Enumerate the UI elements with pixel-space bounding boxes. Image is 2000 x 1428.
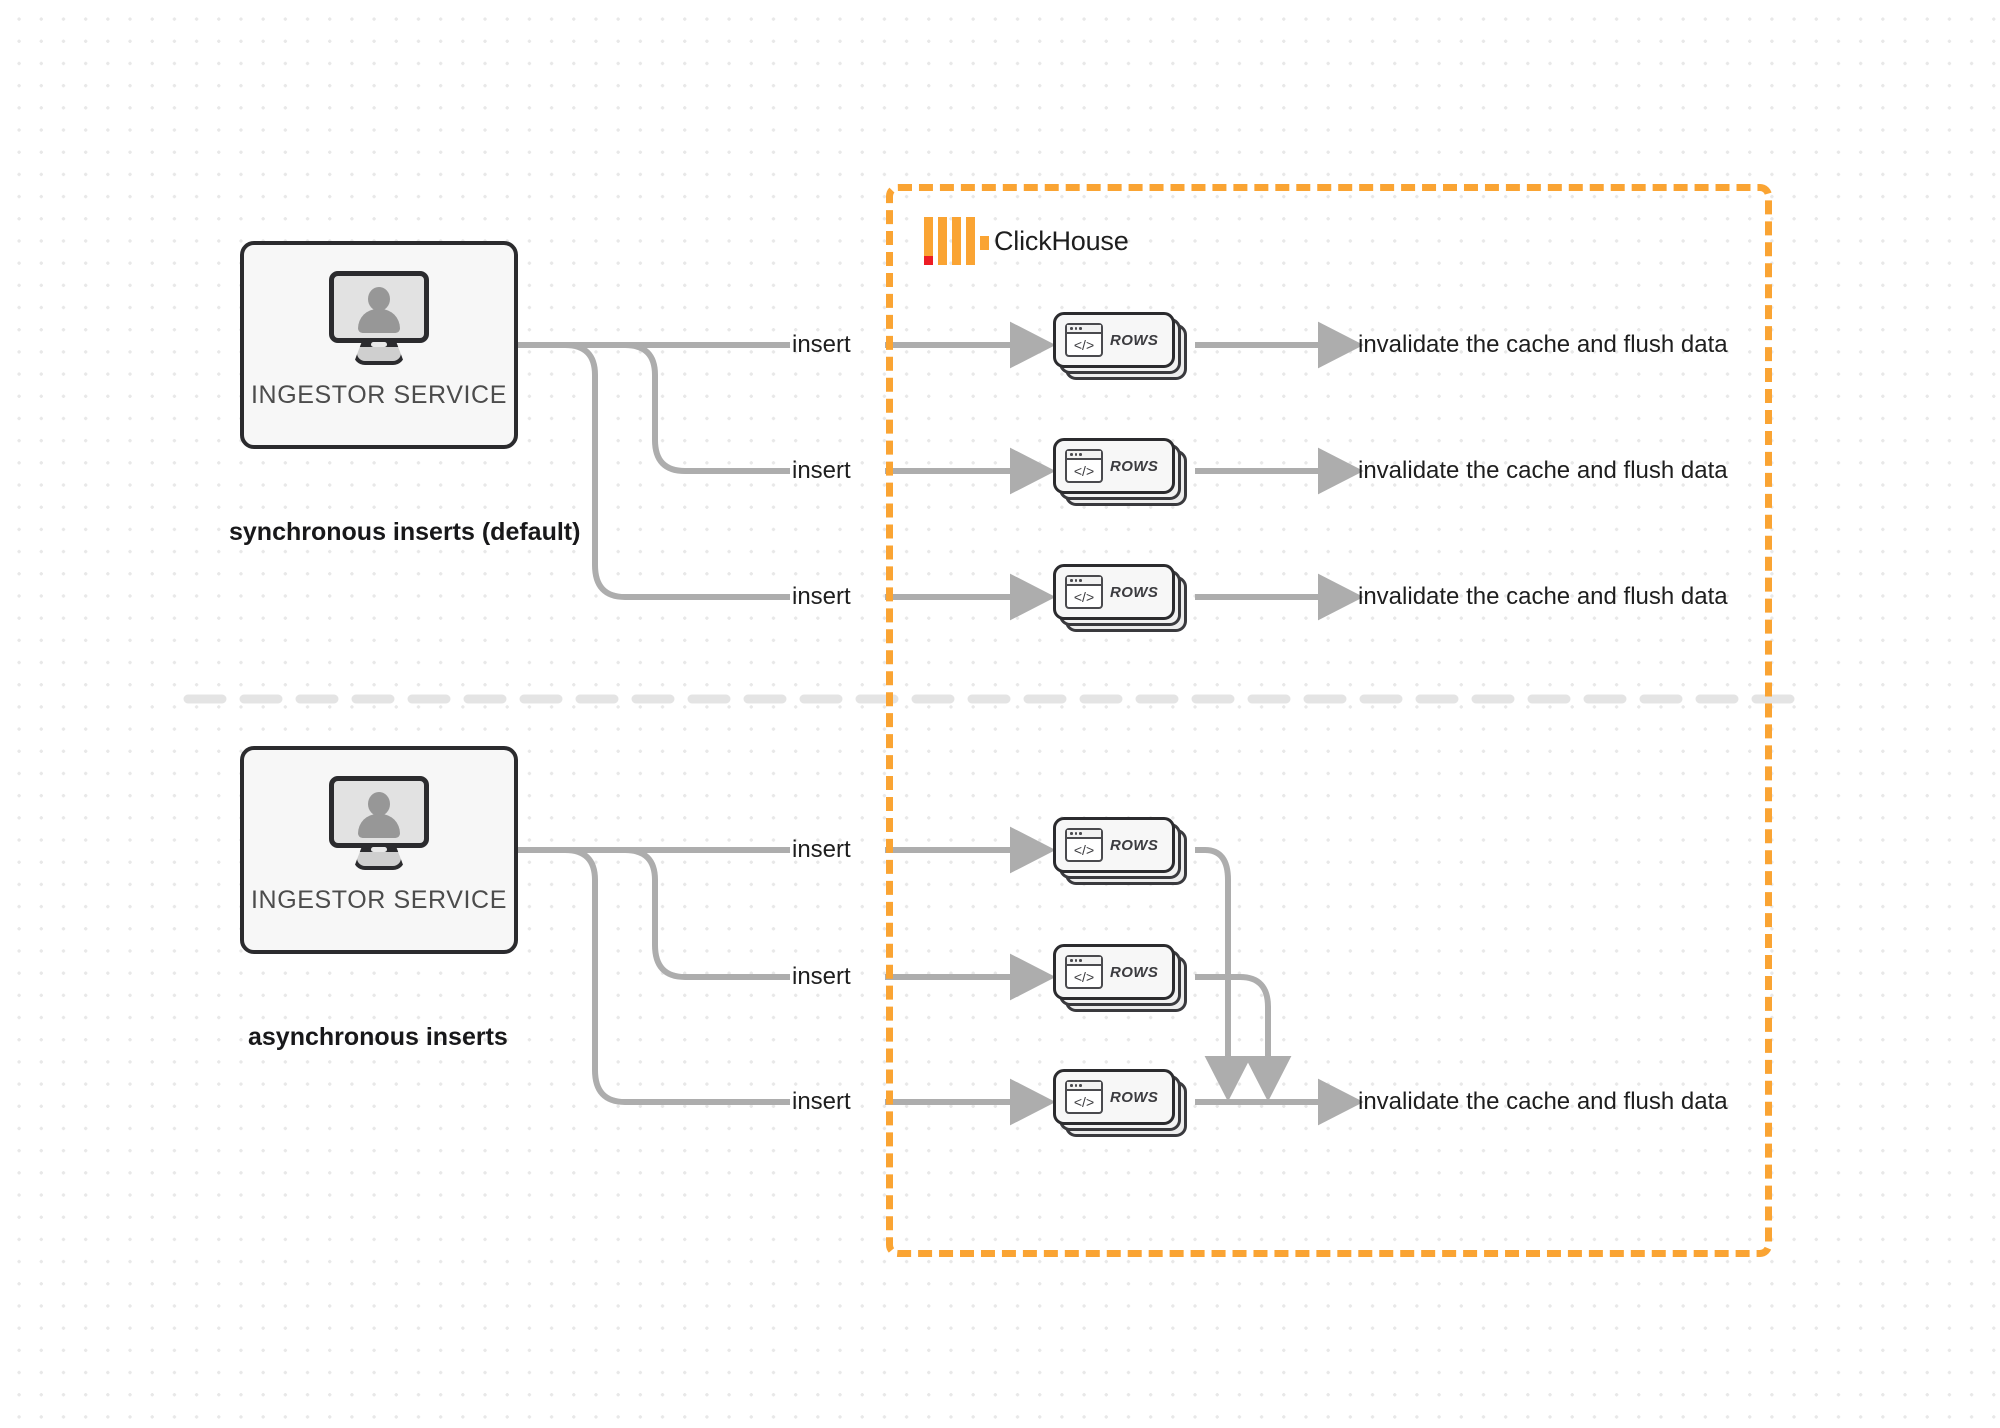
rows-node-label: ROWS [1110, 1088, 1159, 1106]
wire-async-branch-3 [518, 847, 790, 1105]
clickhouse-boundary [886, 184, 1772, 1257]
rows-node-sync-2[interactable]: </> ROWS [1053, 438, 1187, 506]
wire-async-branch-2 [518, 847, 790, 980]
rows-node-label: ROWS [1110, 331, 1159, 349]
section-caption-async: asynchronous inserts [248, 1023, 508, 1051]
rows-node-async-1[interactable]: </> ROWS [1053, 817, 1187, 885]
section-caption-sync: synchronous inserts (default) [229, 518, 581, 546]
clickhouse-logo-icon [924, 217, 989, 265]
rows-node-async-3[interactable]: </> ROWS [1053, 1069, 1187, 1137]
edge-label-sync-3: insert [792, 583, 851, 610]
code-window-icon: </> [1065, 955, 1103, 989]
result-label-sync-2: invalidate the cache and flush data [1358, 457, 1728, 484]
result-label-sync-3: invalidate the cache and flush data [1358, 583, 1728, 610]
edge-label-async-2: insert [792, 963, 851, 990]
rows-node-sync-3[interactable]: </> ROWS [1053, 564, 1187, 632]
rows-node-label: ROWS [1110, 457, 1159, 475]
rows-node-async-2[interactable]: </> ROWS [1053, 944, 1187, 1012]
ingestor-service-async[interactable]: INGESTOR SERVICE [240, 746, 518, 954]
code-window-icon: </> [1065, 323, 1103, 357]
rows-node-label: ROWS [1110, 963, 1159, 981]
result-label-async: invalidate the cache and flush data [1358, 1088, 1728, 1115]
monitor-user-icon [327, 776, 431, 870]
ingestor-service-sync[interactable]: INGESTOR SERVICE [240, 241, 518, 449]
rows-node-sync-1[interactable]: </> ROWS [1053, 312, 1187, 380]
edge-label-sync-2: insert [792, 457, 851, 484]
edge-label-sync-1: insert [792, 331, 851, 358]
code-window-icon: </> [1065, 575, 1103, 609]
clickhouse-brand: ClickHouse [924, 217, 1129, 265]
code-window-icon: </> [1065, 828, 1103, 862]
ingestor-service-label-async: INGESTOR SERVICE [251, 886, 507, 914]
result-label-sync-1: invalidate the cache and flush data [1358, 331, 1728, 358]
wire-sync-branch-3 [518, 342, 790, 600]
edge-label-async-3: insert [792, 1088, 851, 1115]
rows-node-label: ROWS [1110, 583, 1159, 601]
rows-node-label: ROWS [1110, 836, 1159, 854]
ingestor-service-label-sync: INGESTOR SERVICE [251, 381, 507, 409]
code-window-icon: </> [1065, 1080, 1103, 1114]
monitor-user-icon [327, 271, 431, 365]
clickhouse-label: ClickHouse [994, 225, 1129, 256]
code-window-icon: </> [1065, 449, 1103, 483]
edge-label-async-1: insert [792, 836, 851, 863]
wire-sync-branch-2 [518, 342, 790, 474]
